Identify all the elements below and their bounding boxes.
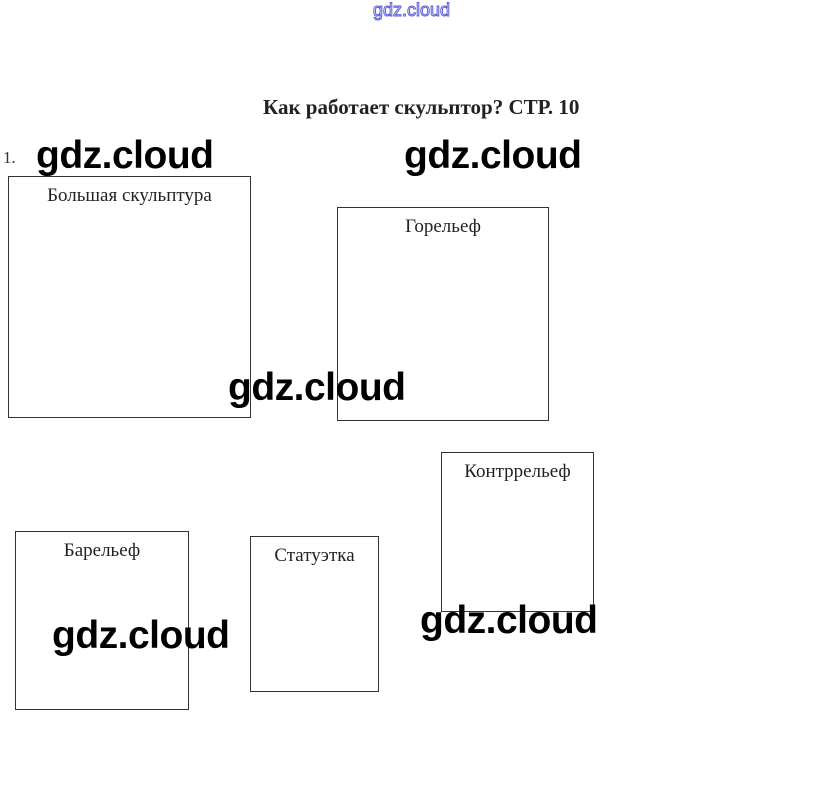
box-bas-relief: Барельеф	[15, 531, 189, 710]
watermark: gdz.cloud	[420, 599, 598, 642]
box-statuette: Статуэтка	[250, 536, 379, 692]
box-label: Горельеф	[405, 216, 481, 237]
box-label: Барельеф	[63, 540, 141, 561]
box-large-sculpture: Большая скульптура	[8, 176, 251, 418]
watermark: gdz.cloud	[404, 134, 582, 177]
box-counter-relief: Контррельеф	[441, 452, 594, 612]
task-number: 1.	[3, 148, 16, 167]
watermark: gdz.cloud	[228, 366, 406, 409]
watermark: gdz.cloud	[36, 134, 214, 177]
top-watermark: gdz.cloud	[372, 0, 451, 21]
box-label: Большая скульптура	[47, 185, 212, 206]
box-high-relief: Горельеф	[337, 207, 549, 421]
page-title: Как работает скульптор? СТР. 10	[263, 95, 580, 119]
box-label: Контррельеф	[464, 461, 571, 482]
watermark: gdz.cloud	[52, 614, 230, 657]
box-label: Статуэтка	[274, 545, 355, 566]
